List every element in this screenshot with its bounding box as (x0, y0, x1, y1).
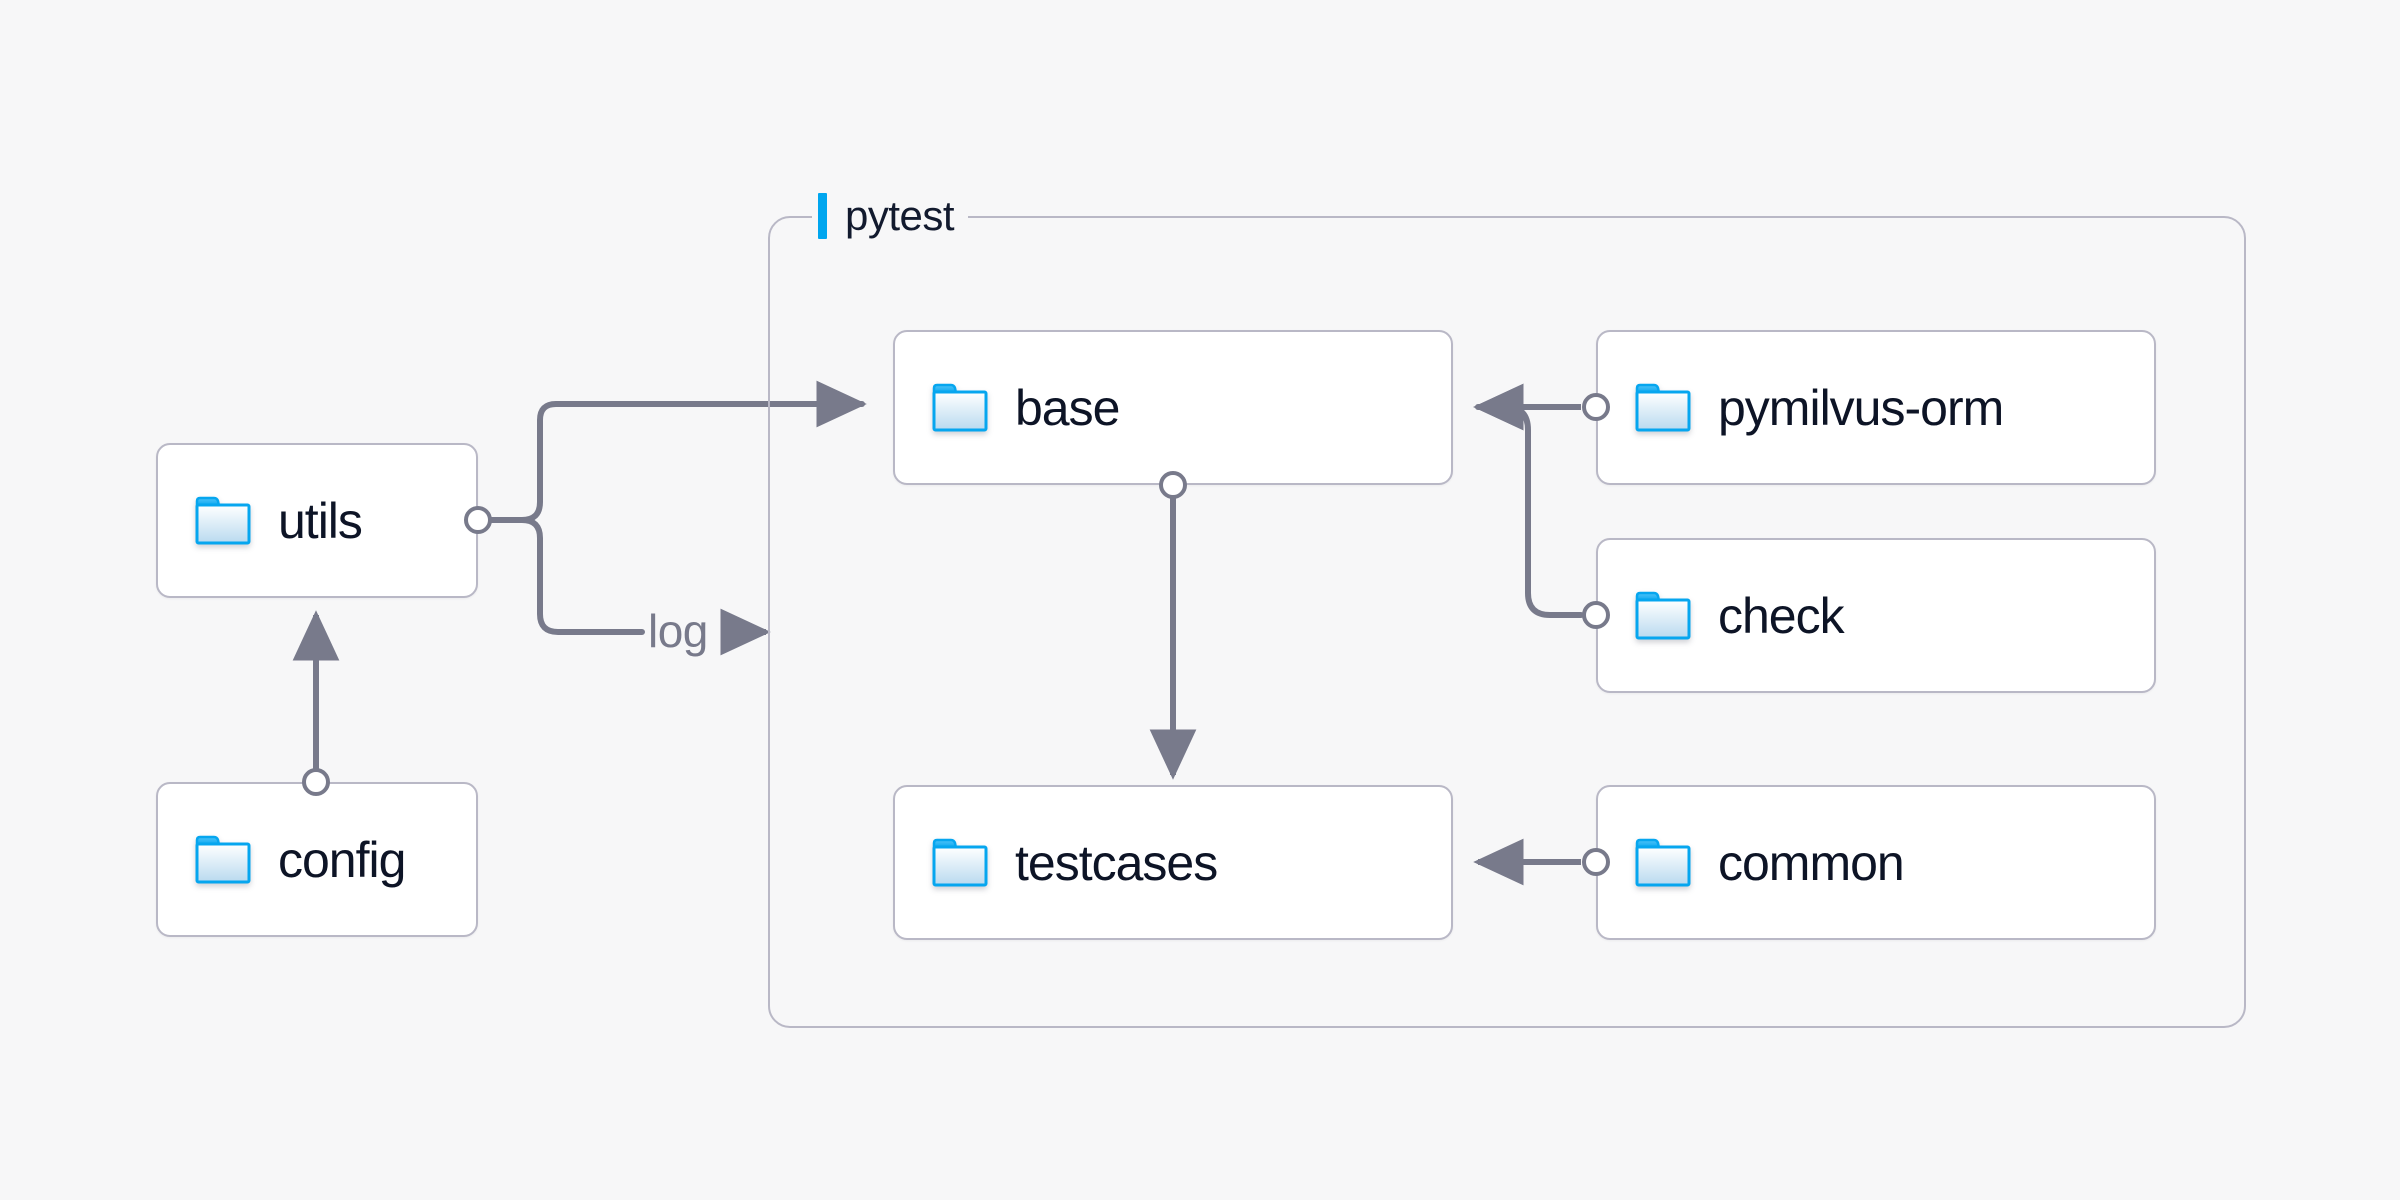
folder-icon (1635, 383, 1691, 431)
node-pymilvus-orm[interactable]: pymilvus-orm (1596, 330, 2156, 485)
node-utils-content: utils (158, 492, 363, 549)
folder-icon (1635, 838, 1691, 886)
node-base[interactable]: base (893, 330, 1453, 485)
port-base-bottom[interactable] (1159, 471, 1187, 499)
node-pymilvus-orm-label: pymilvus-orm (1718, 379, 2004, 436)
edge-label-log: log (648, 605, 708, 657)
group-container-pytest[interactable] (768, 216, 2246, 1028)
port-common-left[interactable] (1582, 848, 1610, 876)
port-pymilvus-orm-left[interactable] (1582, 393, 1610, 421)
port-utils-right[interactable] (464, 506, 492, 534)
folder-icon (1635, 591, 1691, 639)
node-check-label: check (1718, 587, 1845, 644)
node-config-label: config (278, 831, 406, 888)
folder-icon (932, 838, 988, 886)
port-config-top[interactable] (302, 768, 330, 796)
edge-utils-to-log (489, 517, 771, 656)
group-label-text: pytest (845, 192, 955, 239)
node-check[interactable]: check (1596, 538, 2156, 693)
node-config[interactable]: config (156, 782, 478, 937)
folder-icon (195, 496, 251, 544)
node-pymilvus-orm-content: pymilvus-orm (1598, 379, 2004, 436)
node-check-content: check (1598, 587, 1845, 644)
node-testcases-content: testcases (895, 834, 1218, 891)
node-utils-label: utils (278, 492, 363, 549)
group-accent-bar-icon (818, 193, 827, 239)
folder-icon (195, 835, 251, 883)
node-common[interactable]: common (1596, 785, 2156, 940)
node-testcases[interactable]: testcases (893, 785, 1453, 940)
node-config-content: config (158, 831, 406, 888)
group-label-pytest[interactable]: pytest (812, 188, 969, 244)
folder-icon (932, 383, 988, 431)
node-common-content: common (1598, 834, 1905, 891)
node-common-label: common (1718, 834, 1905, 891)
node-base-content: base (895, 379, 1120, 436)
port-check-left[interactable] (1582, 601, 1610, 629)
node-testcases-label: testcases (1015, 834, 1218, 891)
node-utils[interactable]: utils (156, 443, 478, 598)
node-base-label: base (1015, 379, 1120, 436)
